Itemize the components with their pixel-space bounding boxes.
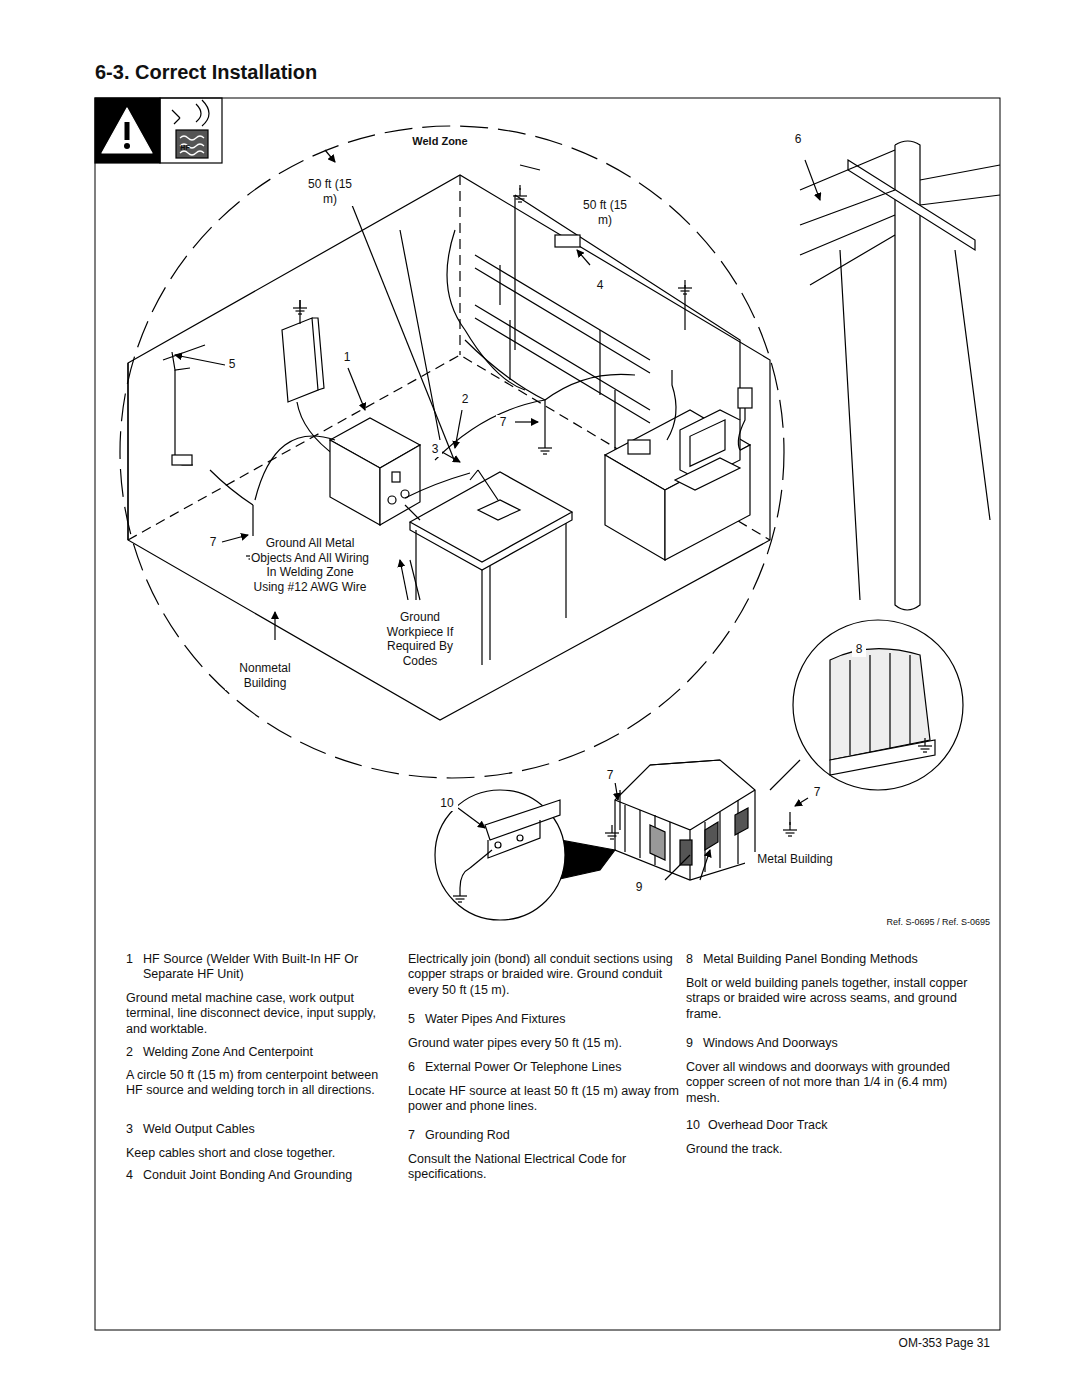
item-number: 9 [686,1036,702,1051]
item-number: 2 [126,1045,142,1060]
item-text: Locate HF source at least 50 ft (15 m) a… [408,1084,680,1115]
item-number: 5 [408,1012,424,1027]
item-text: Cover all windows and doorways with grou… [686,1060,972,1106]
item-heading: Grounding Rod [425,1128,680,1143]
callout-number: 7 [206,535,220,550]
item-number: 8 [686,952,702,967]
callout-number: 7 [810,785,824,800]
page-footer: OM-353 Page 31 [860,1336,990,1351]
reference-code: Ref. S-0695 / Ref. S-0695 [840,917,990,928]
item-number: 4 [126,1168,142,1183]
dimension: 50 ft (15 m) [580,198,630,227]
callout-number: 6 [790,132,806,147]
part-label: Metal Building [745,852,845,867]
item-heading: Welding Zone And Centerpoint [143,1045,393,1060]
note-text: Ground Workpiece If Required By Codes [375,610,465,669]
callout-number: 10 [436,796,458,811]
item-text: Keep cables short and close together. [126,1146,394,1161]
note-text: Nonmetal Building [225,661,305,690]
note-text: Ground All Metal Objects And All Wiring … [250,536,370,595]
zone-title: Weld Zone [405,135,475,148]
item-text: Ground water pipes every 50 ft (15 m). [408,1036,680,1051]
item-number: 10 [686,1118,706,1133]
callout-number: 4 [592,278,608,293]
item-heading: External Power Or Telephone Lines [425,1060,680,1075]
item-text: Ground metal machine case, work output t… [126,991,394,1037]
item-number: 6 [408,1060,424,1075]
callout-number: 7 [603,768,617,783]
dimension: 50 ft (15 m) [305,177,355,206]
item-heading: Conduit Joint Bonding And Grounding [143,1168,393,1183]
callout-number: 2 [458,392,472,407]
page-title: 6-3. Correct Installation [95,60,317,84]
hf-mark: HF [178,144,192,153]
item-heading: Overhead Door Track [708,1118,983,1133]
item-heading: Weld Output Cables [143,1122,393,1137]
item-text: A circle 50 ft (15 m) from centerpoint b… [126,1068,394,1099]
item-heading: Metal Building Panel Bonding Methods [703,952,983,967]
item-number: 7 [408,1128,424,1143]
item-heading: Windows And Doorways [703,1036,983,1051]
item-text: Electrically join (bond) all conduit sec… [408,952,680,998]
item-text: Consult the National Electrical Code for… [408,1152,680,1183]
callout-number: 1 [340,350,354,365]
callout-number: 9 [632,880,646,895]
item-heading: Water Pipes And Fixtures [425,1012,680,1027]
callout-number: 7 [496,415,510,430]
item-number: 1 [126,952,142,967]
item-text: Bolt or weld building panels together, i… [686,976,972,1022]
callout-number: 5 [225,357,239,372]
item-text: Ground the track. [686,1142,972,1157]
callout-number: 8 [852,642,866,657]
item-heading: HF Source (Welder With Built-In HF Or Se… [143,952,393,983]
item-number: 3 [126,1122,142,1137]
callout-number: 3 [428,442,442,457]
